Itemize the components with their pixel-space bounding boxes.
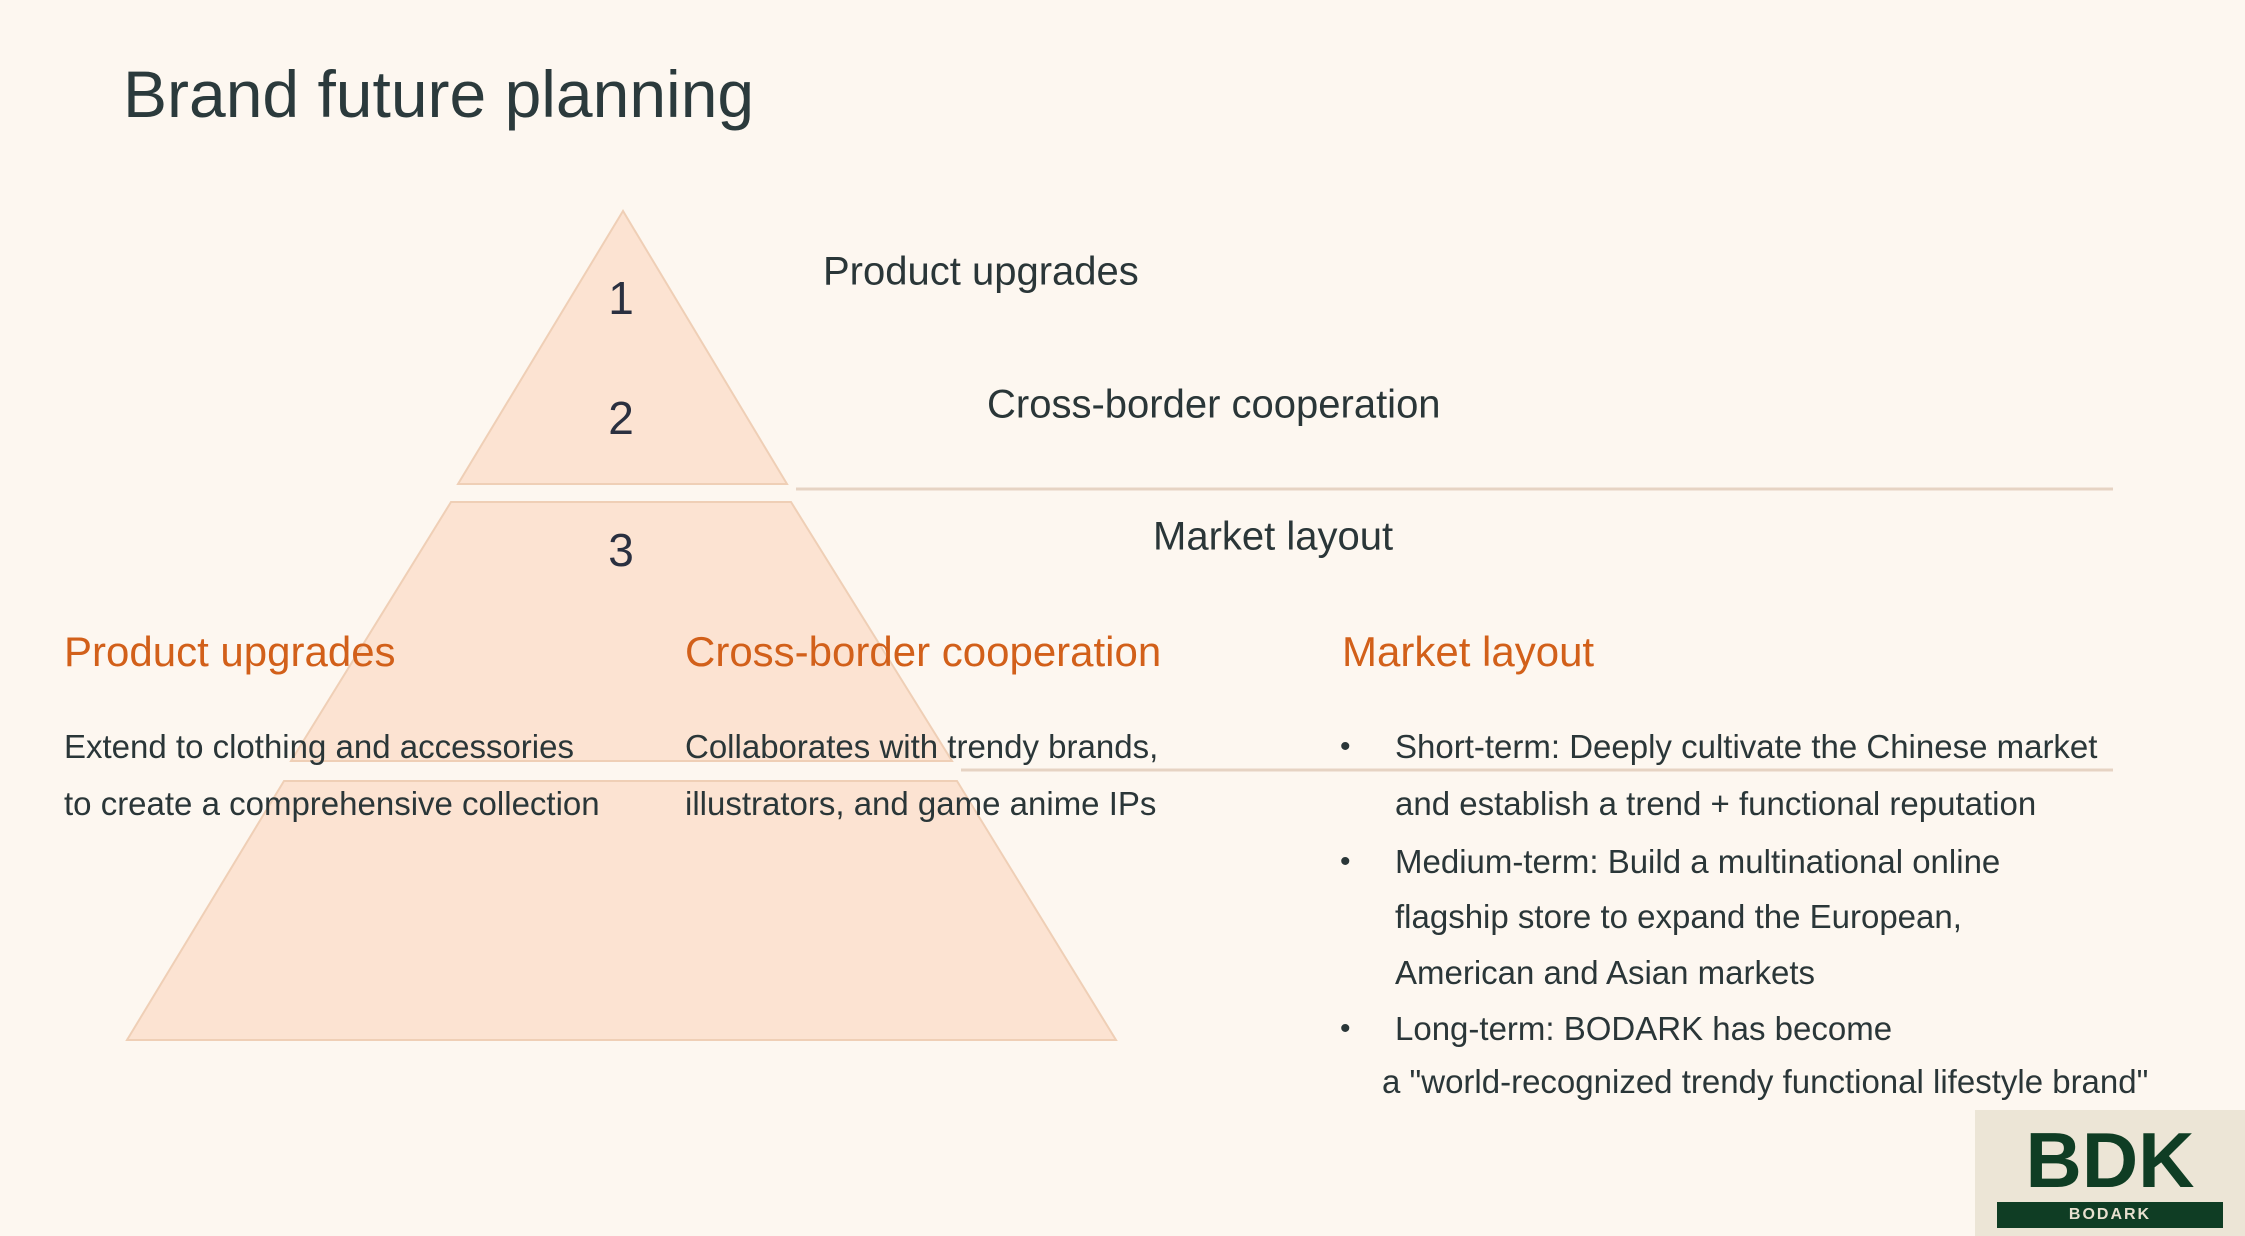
logo-mark: BDK <box>2025 1116 2195 1204</box>
column-text: Collaborates with trendy brands, <box>685 728 1159 765</box>
logo-name: BODARK <box>1997 1202 2223 1228</box>
column-text: to create a comprehensive collection <box>64 785 600 822</box>
bullet-text: and establish a trend + functional reput… <box>1395 785 2037 822</box>
tier-label-2: Cross-border cooperation <box>987 382 1441 427</box>
tier-number-3: 3 <box>608 524 634 576</box>
column-heading-market: Market layout <box>1342 628 1595 675</box>
bullet-text: Short-term: Deeply cultivate the Chinese… <box>1395 728 2098 765</box>
bullet-text: a "world-recognized trendy functional li… <box>1382 1063 2149 1100</box>
tier-number-2: 2 <box>608 392 634 444</box>
pyramid-tier-2 <box>289 501 954 762</box>
bodark-logo: BDK BODARK <box>1975 1110 2245 1236</box>
tier-label-3: Market layout <box>1153 514 1394 559</box>
column-text: Extend to clothing and accessories <box>64 728 574 765</box>
bullet-icon: • <box>1340 845 1351 878</box>
tier-number-1: 1 <box>608 272 634 324</box>
bullet-text: Medium-term: Build a multinational onlin… <box>1395 843 2001 880</box>
bullet-text: flagship store to expand the European, <box>1395 898 1962 935</box>
bullet-icon: • <box>1340 730 1351 763</box>
pyramid-tier-1 <box>456 209 789 485</box>
bullet-text: Long-term: BODARK has become <box>1395 1010 1893 1047</box>
pyramid-tier-3 <box>125 780 1118 1041</box>
bullet-icon: • <box>1340 1012 1351 1045</box>
column-text: illustrators, and game anime IPs <box>685 785 1157 822</box>
column-heading-cross-border: Cross-border cooperation <box>685 628 1162 675</box>
page-title: Brand future planning <box>123 57 755 131</box>
tier-label-1: Product upgrades <box>823 249 1139 294</box>
bullet-text: American and Asian markets <box>1395 954 1816 991</box>
column-heading-product: Product upgrades <box>64 628 396 675</box>
